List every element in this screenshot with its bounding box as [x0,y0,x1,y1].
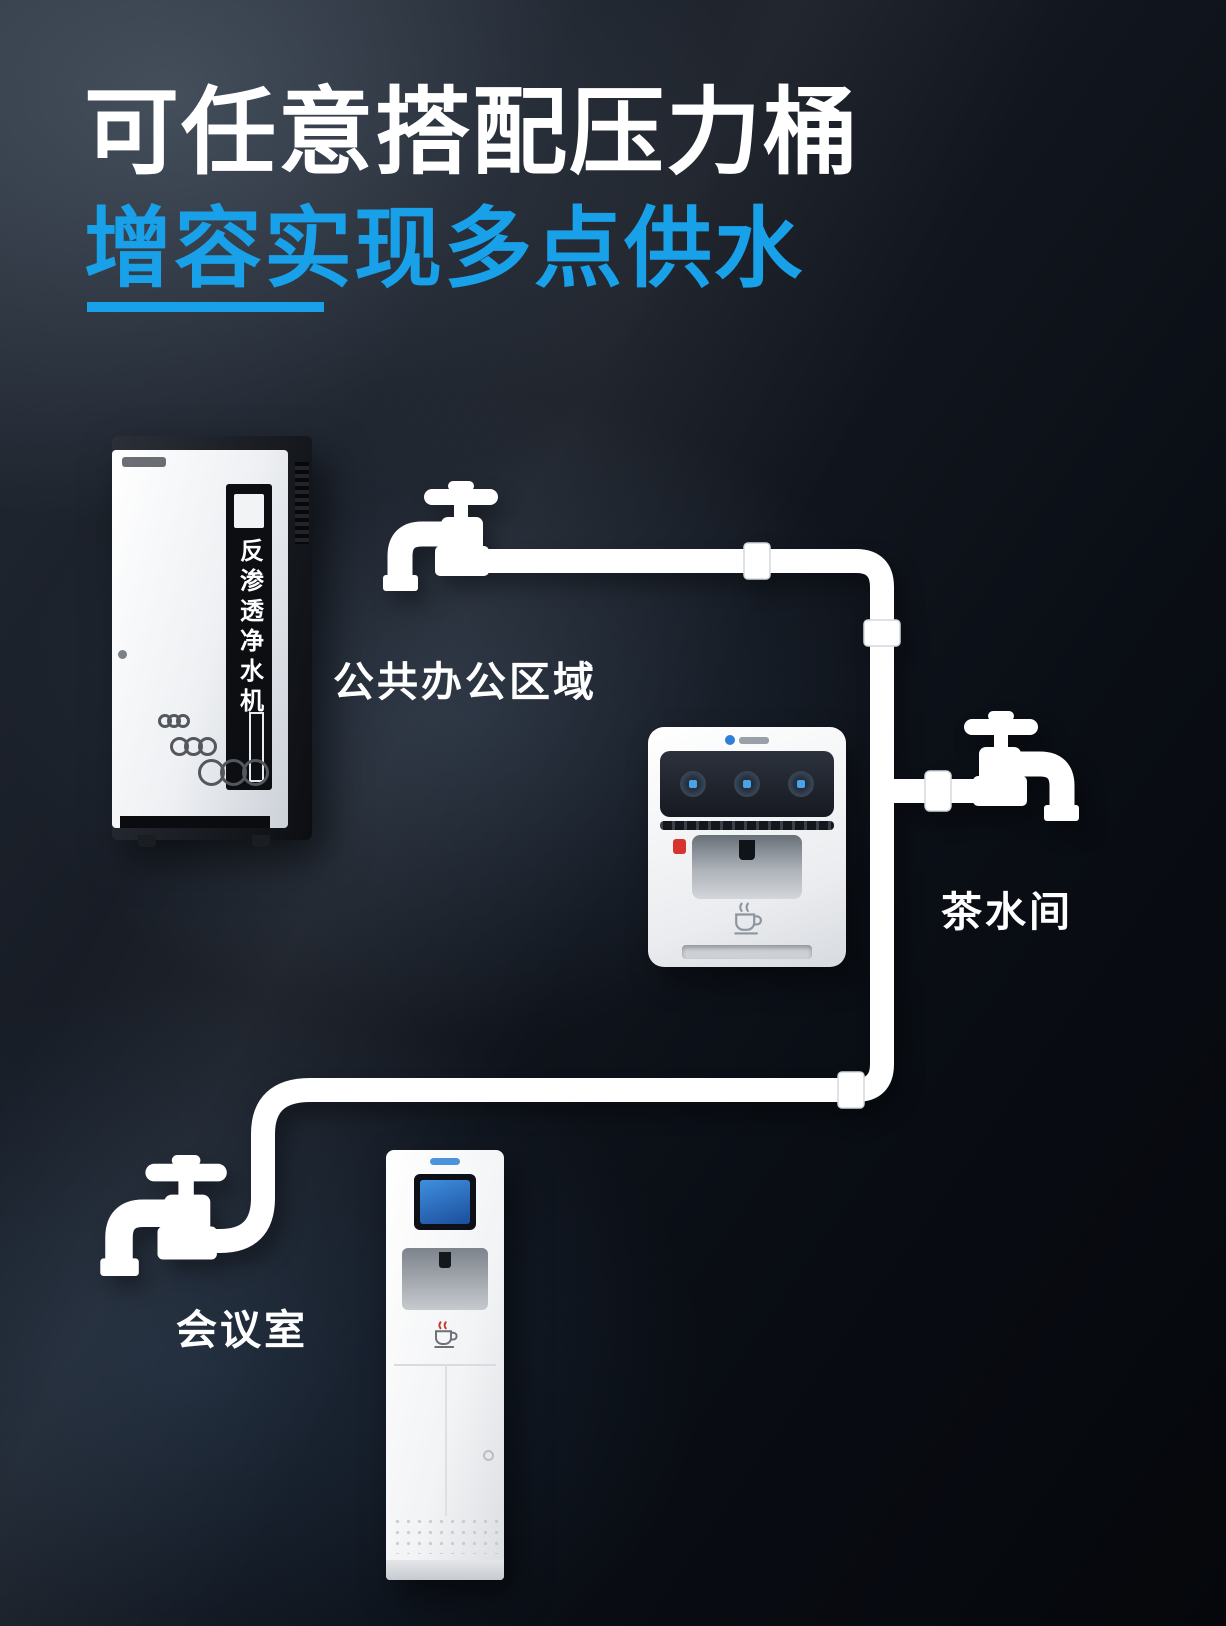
brand-logo [725,735,769,745]
lock-icon [118,650,127,659]
caster-wheel [138,835,156,847]
drip-tray [682,945,812,959]
pipe-joint [837,1071,865,1109]
caster-wheel [252,835,270,847]
ro-purifier-machine: 反渗透净水机 [112,436,312,847]
ro-machine-label: 反渗透净水机 [235,538,263,718]
machine-base [120,816,270,828]
label-office-area: 公共办公区域 [333,659,597,705]
control-panel [660,751,834,817]
page-title: 可任意搭配压力桶 [84,80,861,186]
brand-logo [122,457,166,467]
accent-underline [87,302,324,312]
door-seam [445,1366,447,1516]
brand-logo [430,1158,460,1165]
main-pipe [205,549,894,1253]
page-subtitle: 增容实现多点供水 [84,199,805,298]
touch-button [734,771,760,797]
cup-icon [434,1321,458,1348]
rings-decoration [170,737,217,756]
rings-decoration [158,714,190,728]
label-card [234,494,264,528]
vent-slots [295,462,309,544]
label-tea-room: 茶水间 [941,889,1073,935]
rings-decoration [198,759,269,786]
door-seam [394,1364,496,1366]
ro-front-panel: 反渗透净水机 [112,450,288,828]
display-screen [414,1174,476,1230]
water-spout [739,840,755,860]
touch-button [680,771,706,797]
faucet-icon [964,711,1079,821]
faucet-icon [100,1155,227,1276]
dotted-decoration [392,1516,498,1554]
water-spout [439,1252,451,1268]
ro-label-strip: 反渗透净水机 [226,484,272,790]
machine-base [386,1560,504,1580]
cup-icon [734,902,763,935]
hot-water-warning-icon [673,839,686,854]
pipe-joint [743,542,771,580]
lock-icon [483,1450,494,1461]
dispenser-niche [402,1248,488,1310]
touch-button [788,771,814,797]
faucet-icon [383,481,498,591]
indicator-strip [660,821,834,830]
pipe-joint [863,619,901,647]
pipe-joint [924,770,952,812]
floor-dispenser [386,1150,504,1580]
label-meeting-room: 会议室 [176,1307,308,1353]
wall-dispenser [648,727,846,967]
dispenser-niche [692,835,802,899]
